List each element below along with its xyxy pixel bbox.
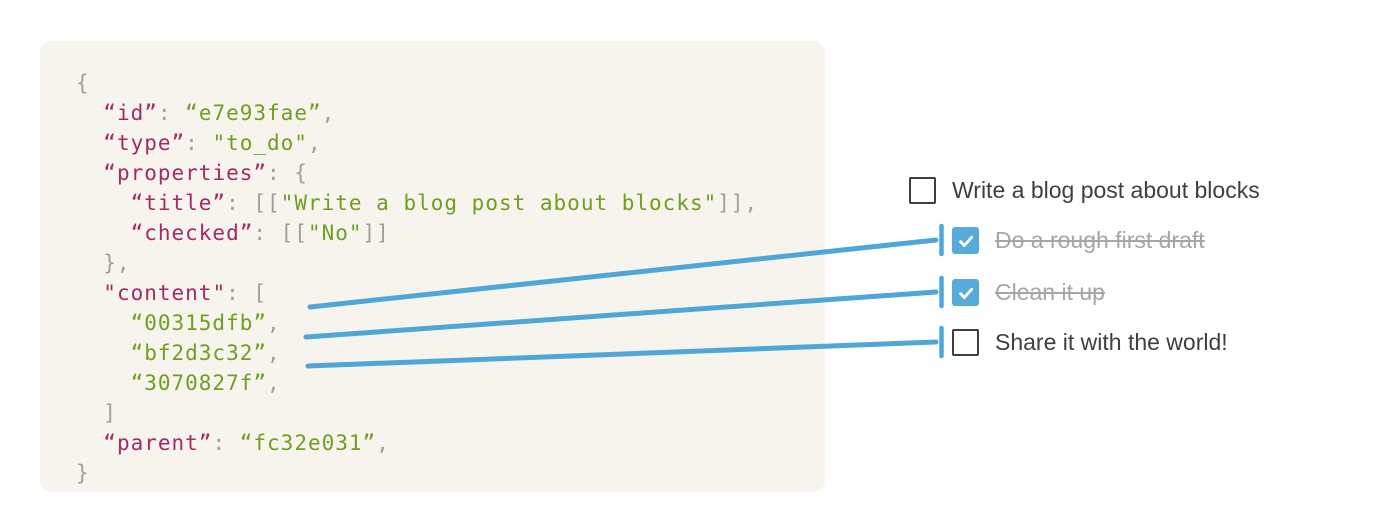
code-punctuation: , [267,371,281,395]
code-punctuation [76,191,131,215]
code-punctuation: : [157,101,186,125]
code-punctuation: : [ [226,281,268,305]
code-punctuation: , [376,431,390,455]
todo-item-label: Write a blog post about blocks [952,177,1260,203]
todo-item: Share it with the world! [952,328,1228,357]
json-code-panel: { “id”: “e7e93fae”, “type”: "to_do", “pr… [40,41,825,492]
code-punctuation: : [212,431,240,455]
code-value: "to_do" [212,131,308,155]
checkbox-checked[interactable] [952,279,979,306]
code-line: “properties”: { [76,158,805,188]
code-punctuation [76,311,131,335]
code-line: “bf2d3c32”, [76,338,805,368]
todo-item-label: Clean it up [995,279,1105,305]
code-value: "No" [307,221,363,245]
code-line: “title”: [["Write a blog post about bloc… [76,188,805,218]
json-code: { “id”: “e7e93fae”, “type”: "to_do", “pr… [76,68,805,488]
code-line: “3070827f”, [76,368,805,398]
code-value: “bf2d3c32” [130,341,268,365]
code-punctuation [76,221,131,245]
code-value: “00315dfb” [130,311,268,335]
todo-item-label: Do a rough first draft [995,227,1205,253]
code-punctuation: }, [76,251,131,275]
checkbox-unchecked[interactable] [909,177,936,204]
code-value: "Write a blog post about blocks" [280,191,718,215]
code-punctuation: , [307,131,322,155]
code-value: “3070827f” [130,371,268,395]
code-line: "content": [ [76,278,805,308]
code-punctuation: : { [267,161,308,185]
code-punctuation: , [267,311,281,335]
code-punctuation: , [321,101,336,125]
code-key: "content" [103,281,227,305]
code-punctuation: ]], [717,191,759,215]
code-key: “title” [130,191,227,215]
code-punctuation [76,341,131,365]
code-key: “parent” [103,431,213,455]
code-line: }, [76,248,805,278]
code-punctuation [76,281,103,305]
code-line: “id”: “e7e93fae”, [76,98,805,128]
code-key: “id” [103,101,158,125]
todo-list: Write a blog post about blocks Do a rough… [909,0,1369,532]
code-punctuation [76,131,103,155]
code-punctuation: : [[ [226,191,281,215]
code-key: “type” [103,131,186,155]
code-punctuation [76,161,103,185]
code-punctuation [76,371,131,395]
code-line: “parent”: “fc32e031”, [76,428,805,458]
todo-item: Do a rough first draft [952,226,1205,255]
code-line: } [76,458,805,488]
checkbox-checked[interactable] [952,227,979,254]
code-punctuation: ] [76,401,117,425]
code-line: “checked”: [["No"]] [76,218,805,248]
checkmark-icon [958,287,973,299]
code-value: “e7e93fae” [185,101,322,125]
code-punctuation: } [76,461,90,485]
code-line: { [76,68,805,98]
code-punctuation: { [76,71,90,95]
code-key: “checked” [130,221,254,245]
code-punctuation: , [267,341,281,365]
code-punctuation: ]] [362,221,390,245]
code-punctuation [76,101,103,125]
todo-item: Clean it up [952,278,1105,307]
code-value: “fc32e031” [239,431,377,455]
code-punctuation [76,431,103,455]
code-punctuation: : [[ [253,221,308,245]
code-punctuation: : [185,131,213,155]
code-line: “00315dfb”, [76,308,805,338]
code-line: ] [76,398,805,428]
code-line: “type”: "to_do", [76,128,805,158]
todo-item: Write a blog post about blocks [909,176,1260,205]
todo-item-label: Share it with the world! [995,329,1228,355]
checkmark-icon [958,235,973,247]
checkbox-unchecked[interactable] [952,329,979,356]
code-key: “properties” [103,161,268,185]
